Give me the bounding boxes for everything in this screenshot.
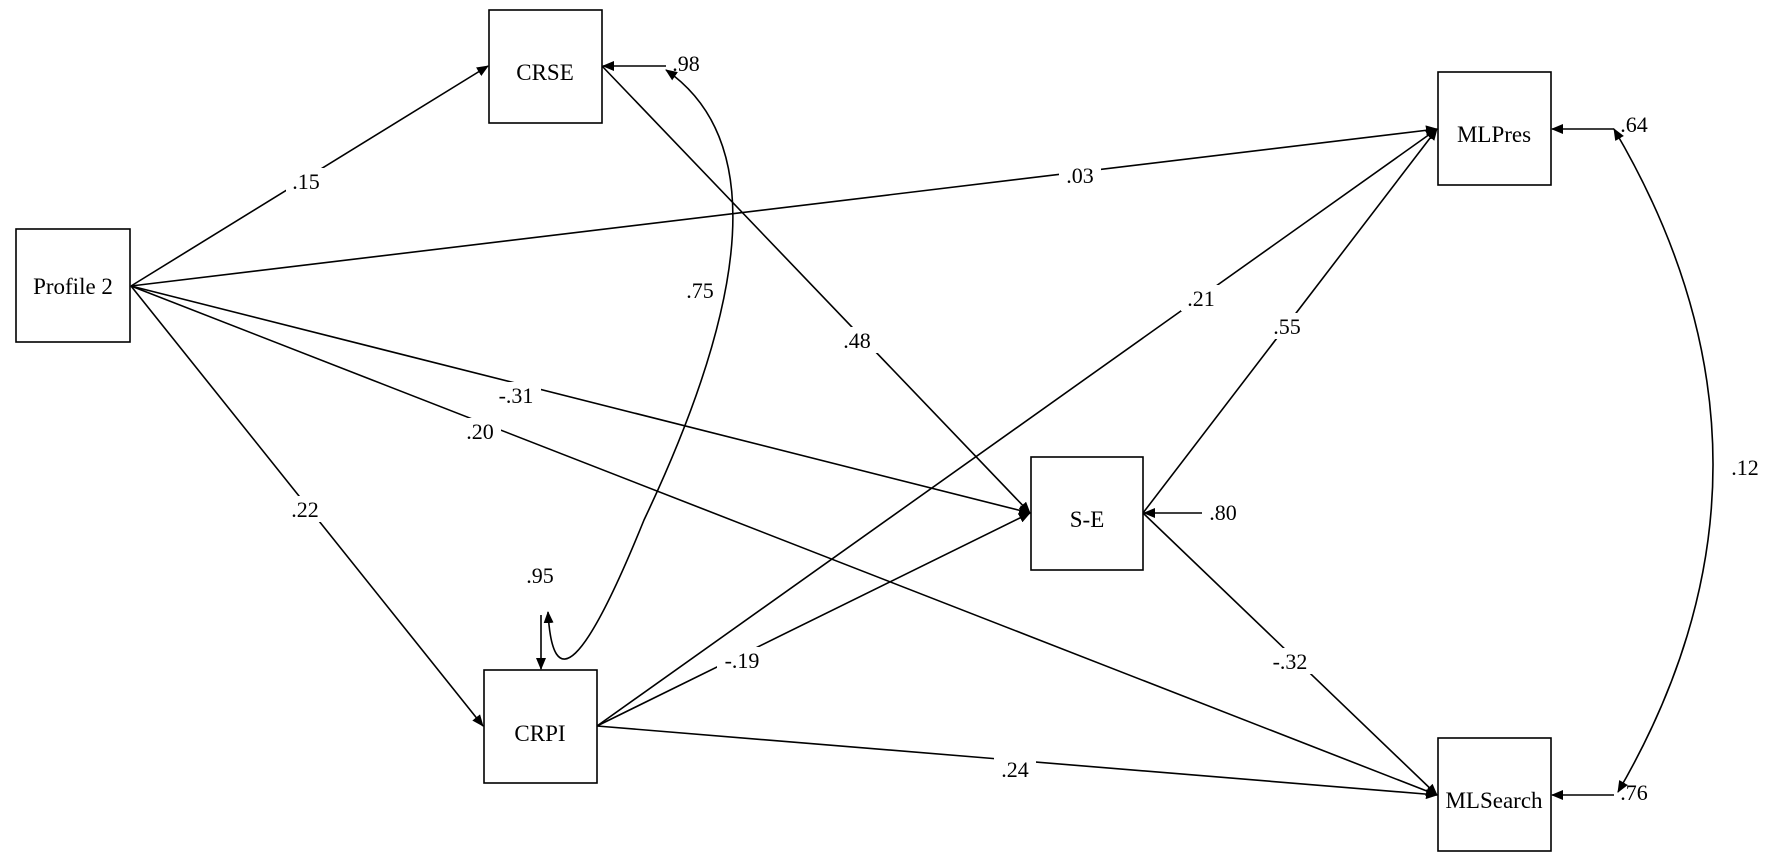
- node-mlsearch: MLSearch: [1437, 737, 1552, 852]
- coef-crpi-mlsearch: .24: [1001, 757, 1029, 782]
- node-crpi: CRPI: [483, 669, 598, 784]
- covariance-arc-mlpres-mlsearch: [1613, 128, 1714, 793]
- path-profile2-mlpres: [130, 125, 1438, 287]
- residual-label-se: .80: [1209, 500, 1237, 525]
- path-crpi-mlpres: [596, 128, 1438, 727]
- coef-crse-se: .48: [843, 328, 871, 353]
- coef-profile2-se: -.31: [499, 383, 534, 408]
- node-se: S-E: [1030, 456, 1144, 571]
- node-se-label: S-E: [1070, 507, 1105, 532]
- coef-crpi-se: -.19: [725, 648, 760, 673]
- node-mlpres: MLPres: [1437, 71, 1552, 186]
- coef-se-mlsearch: -.32: [1273, 649, 1308, 674]
- node-mlpres-label: MLPres: [1457, 122, 1531, 147]
- node-crpi-label: CRPI: [514, 721, 565, 746]
- coef-profile2-mlsearch: .20: [466, 419, 494, 444]
- node-profile2: Profile 2: [15, 228, 131, 343]
- node-crse-label: CRSE: [516, 60, 574, 85]
- path-crpi-se: [596, 512, 1031, 727]
- coef-profile2-mlpres: .03: [1066, 163, 1094, 188]
- coef-cov-mlpres-mlsearch: .12: [1731, 455, 1759, 480]
- node-crse: CRSE: [488, 9, 603, 124]
- residual-label-mlsearch: .76: [1620, 780, 1648, 805]
- path-profile2-se: [130, 285, 1031, 516]
- coef-profile2-crse: .15: [292, 169, 320, 194]
- residual-label-crse: .98: [672, 51, 700, 76]
- coef-crpi-mlpres: .21: [1187, 286, 1215, 311]
- coef-cov-crse-crpi: .75: [686, 278, 714, 303]
- residual-label-mlpres: .64: [1620, 112, 1648, 137]
- coef-se-mlpres: .55: [1273, 314, 1301, 339]
- node-profile2-label: Profile 2: [33, 274, 113, 299]
- covariance-arc-crse-crpi: [543, 69, 734, 660]
- node-mlsearch-label: MLSearch: [1445, 788, 1543, 813]
- path-crse-se: [601, 65, 1031, 514]
- residual-label-crpi: .95: [526, 563, 554, 588]
- coef-profile2-crpi: .22: [291, 497, 319, 522]
- path-profile2-mlsearch: [130, 285, 1438, 796]
